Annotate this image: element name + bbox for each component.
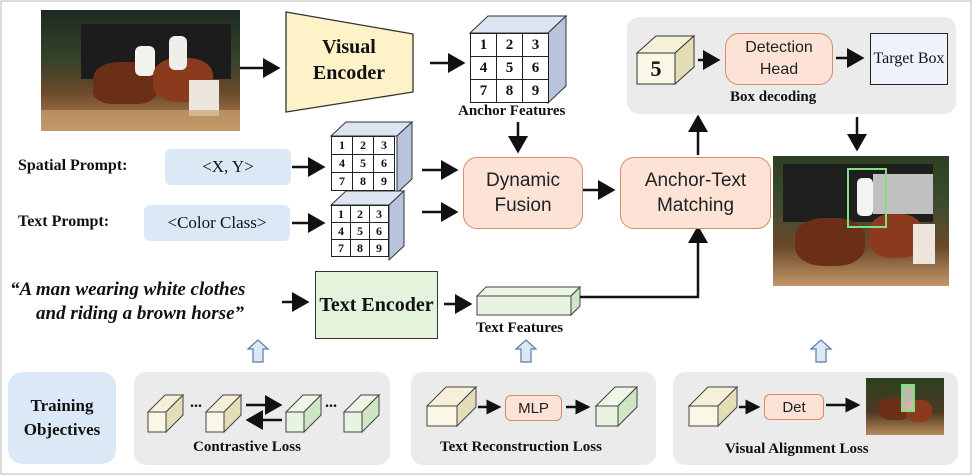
contrastive-visual-prisms [146, 393, 243, 434]
ellipsis-text: ... [325, 394, 337, 411]
up-arrow-reconstruction [514, 339, 538, 363]
grid-cell: 2 [496, 33, 523, 57]
reconstruction-output-prism [594, 385, 639, 428]
grid-cell: 6 [373, 154, 395, 173]
reconstruction-input-prism [425, 385, 478, 428]
grid-cell: 2 [350, 205, 370, 223]
grid-cell: 8 [350, 239, 370, 257]
anchor-text-matching: Anchor-Text Matching [620, 157, 771, 229]
grid-cell: 6 [369, 222, 389, 240]
target-box: Target Box [870, 33, 948, 85]
text-features-label: Text Features [476, 320, 564, 336]
text-features-prism [475, 285, 582, 317]
spatial-grid-cube [329, 120, 414, 195]
training-objectives: Training Objectives [8, 372, 116, 464]
grid-cell: 8 [496, 79, 523, 103]
ellipsis-visual: ... [190, 394, 202, 411]
contrastive-loss-label: Contrastive Loss [193, 439, 301, 455]
grid-cell: 1 [331, 205, 351, 223]
visual-encoder: Visual Encoder [312, 36, 386, 84]
anchor-count: 5 [650, 55, 662, 81]
det-box: Det [764, 394, 824, 420]
text-encoder: Text Encoder [315, 271, 438, 339]
grid-cell: 9 [373, 172, 395, 191]
grid-cell: 4 [331, 154, 353, 173]
detection-head: Detection Head [725, 33, 833, 85]
text-caption: “A man wearing white clothes and riding … [10, 278, 245, 326]
caption-line-2: and riding a brown horse” [36, 303, 245, 324]
alignment-image [866, 378, 944, 435]
grid-cell: 9 [369, 239, 389, 257]
predicted-box [847, 168, 887, 228]
alignment-input-prism [687, 385, 739, 428]
grid-cell: 6 [522, 56, 549, 80]
grid-cell: 4 [470, 56, 497, 80]
up-arrow-alignment [809, 339, 833, 363]
visual-alignment-loss-label: Visual Alignment Loss [725, 441, 869, 457]
grid-cell: 8 [352, 172, 374, 191]
text-reconstruction-loss-label: Text Reconstruction Loss [440, 439, 602, 455]
spatial-prompt-label: Spatial Prompt: [18, 157, 128, 174]
grid-cell: 4 [331, 222, 351, 240]
visual-encoder-shape [285, 11, 414, 113]
box-decoding-label: Box decoding [730, 89, 817, 105]
anchor-features-label: Anchor Features [458, 103, 566, 119]
mlp-box: MLP [505, 395, 562, 421]
text-prompt-label: Text Prompt: [18, 213, 110, 230]
grid-cell: 5 [352, 154, 374, 173]
spatial-prompt-value: <X, Y> [165, 149, 291, 185]
grid-cell: 3 [522, 33, 549, 57]
output-image [773, 156, 949, 286]
grid-cell: 3 [373, 136, 395, 155]
grid-cell: 1 [470, 33, 497, 57]
grid-cell: 1 [331, 136, 353, 155]
contrastive-text-prisms [284, 393, 381, 434]
grid-cell: 5 [350, 222, 370, 240]
grid-cell: 9 [522, 79, 549, 103]
grid-cell: 7 [331, 172, 353, 191]
input-image [41, 10, 240, 131]
grid-cell: 5 [496, 56, 523, 80]
grid-cell: 7 [470, 79, 497, 103]
text-prompt-value: <Color Class> [144, 205, 290, 241]
grid-cell: 7 [331, 239, 351, 257]
grid-cell: 3 [369, 205, 389, 223]
text-grid-cube [329, 189, 406, 262]
grid-cell: 2 [352, 136, 374, 155]
dynamic-fusion: Dynamic Fusion [463, 157, 583, 229]
anchor-prism [635, 34, 696, 86]
up-arrow-contrastive [246, 339, 270, 363]
caption-line-1: “A man wearing white clothes [10, 279, 246, 300]
anchor-features-cube [468, 14, 568, 105]
